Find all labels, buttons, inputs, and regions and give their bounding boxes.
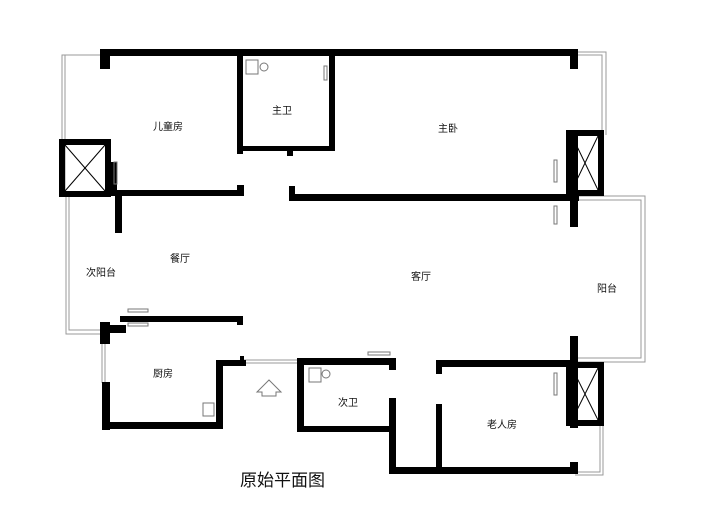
- pillar-left: [59, 139, 111, 197]
- label-master-bedroom: 主卧: [438, 122, 458, 135]
- wall-kitchen-left: [102, 382, 110, 430]
- wall-kitchen-top: [120, 316, 243, 322]
- entrance-arrow-icon: [255, 379, 283, 397]
- outer-thin-lines: [61, 51, 646, 476]
- wall-bath2-bottom: [297, 426, 395, 432]
- label-master-bath: 主卫: [272, 105, 292, 117]
- label-elderly-room: 老人房: [487, 418, 517, 431]
- label-secondary-balcony: 次阳台: [86, 266, 116, 279]
- plan-title: 原始平面图: [240, 471, 325, 491]
- label-kitchen: 厨房: [153, 367, 173, 380]
- wall-elderly-left: [436, 404, 442, 472]
- wall-elderly-top: [436, 360, 578, 367]
- wall-kitchen-right: [216, 360, 223, 429]
- wall-kitchen-bottom: [102, 422, 222, 429]
- label-balcony: 阳台: [597, 282, 617, 295]
- wall-top: [100, 49, 578, 56]
- sink-kitchen: [202, 402, 215, 417]
- wall-children-right: [110, 190, 244, 196]
- label-secondary-bath: 次卫: [338, 396, 358, 409]
- wall-master-bath-left: [237, 56, 243, 154]
- wall-master-bedroom-bottom: [289, 194, 579, 201]
- pillar-crosses: [64, 135, 599, 421]
- walls: [59, 49, 604, 474]
- wall-bath2-top: [297, 358, 395, 365]
- pillar-right-bottom: [566, 362, 604, 426]
- toilet-bath2: [308, 367, 322, 383]
- pillar-right-top: [566, 130, 604, 196]
- wall-master-bath-right: [329, 56, 335, 148]
- label-children-room: 儿童房: [153, 120, 183, 133]
- fixtures: [113, 59, 558, 417]
- wall-bath2-right: [389, 358, 396, 370]
- label-dining-room: 餐厅: [170, 252, 190, 265]
- toilet-master-bath: [245, 59, 259, 75]
- label-living-room: 客厅: [411, 270, 431, 283]
- room-labels: 儿童房 主卫 主卧 餐厅 次阳台 客厅 阳台 厨房 次卫 老人房: [86, 105, 617, 431]
- wall-bath2-left: [297, 358, 304, 432]
